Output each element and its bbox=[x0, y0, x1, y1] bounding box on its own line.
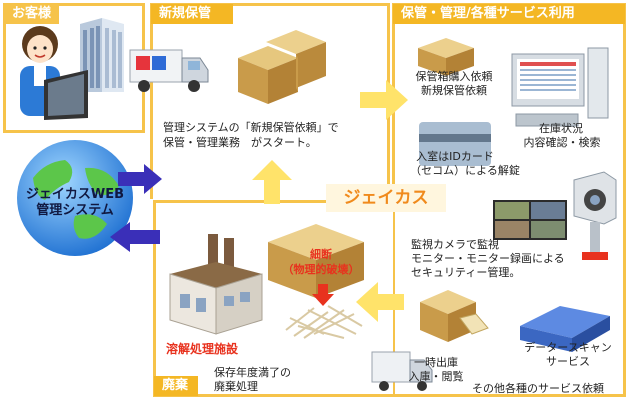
camera-line3: セキュリティー管理。 bbox=[411, 266, 521, 279]
web-system-line1: ジェイカスWEB bbox=[25, 187, 125, 202]
id-card-line2: （セコム）による解錠 bbox=[410, 164, 520, 177]
shred-box-illustration bbox=[268, 224, 364, 298]
order-line2: 新規保管依頼 bbox=[421, 84, 487, 97]
id-card-line1: 入室はIDカード bbox=[416, 150, 494, 163]
scanner-illustration bbox=[520, 306, 610, 352]
building-illustration bbox=[80, 18, 124, 92]
camera-line1: 監視カメラで監視 bbox=[411, 238, 499, 251]
inventory-line1: 在庫状況 bbox=[539, 122, 583, 135]
id-card-illustration bbox=[419, 122, 491, 166]
services-tag: 保管・管理/各種サービス利用 bbox=[393, 4, 625, 24]
globe-icon bbox=[17, 140, 133, 256]
shred-line2: （物理的破壊） bbox=[282, 263, 360, 276]
monitor-wall-illustration bbox=[493, 200, 567, 240]
cardboard-boxes-illustration bbox=[238, 30, 326, 104]
arrow-to-disposal-icon bbox=[356, 282, 404, 322]
computer-illustration bbox=[511, 47, 609, 127]
data-scan-line2: サービス bbox=[546, 355, 590, 368]
order-box-illustration bbox=[418, 38, 474, 76]
disposal-desc-line1: 保存年度満了の bbox=[214, 366, 291, 379]
truck-illustration bbox=[129, 49, 209, 92]
new-storage-desc-line2: 保管・管理業務 がスタート。 bbox=[163, 136, 317, 149]
arrow-up-to-new-storage-icon bbox=[252, 160, 292, 204]
shred-line1: 細断 bbox=[310, 248, 332, 261]
arrow-to-services-icon bbox=[360, 80, 408, 120]
factory-illustration bbox=[169, 234, 263, 335]
web-system-line2: 管理システム bbox=[36, 203, 114, 218]
security-camera-illustration bbox=[573, 171, 617, 260]
scan-box-illustration bbox=[420, 290, 489, 342]
down-arrow-icon bbox=[312, 284, 334, 306]
other-services: その他各種のサービス依頼 bbox=[472, 382, 604, 395]
facility-label: 溶解処理施設 bbox=[166, 342, 239, 356]
company-name: ジェイカス bbox=[326, 184, 446, 212]
new-storage-tag: 新規保管 bbox=[151, 4, 233, 24]
delivery-truck-illustration bbox=[371, 351, 433, 391]
disposal-tag: 廃棄 bbox=[154, 376, 198, 396]
woman-at-laptop-illustration bbox=[20, 26, 88, 120]
order-line1: 保管箱購入依頼 bbox=[415, 70, 493, 83]
temp-out-line1: 一時出庫 bbox=[414, 356, 458, 369]
disposal-desc-line2: 廃棄処理 bbox=[214, 380, 258, 393]
arrow-to-web-icon bbox=[110, 222, 160, 252]
new-storage-desc-line1: 管理システムの「新規保管依頼」で bbox=[163, 121, 339, 134]
data-scan-line1: データースキャン bbox=[524, 341, 612, 354]
camera-line2: モニター・モニター録画による bbox=[411, 252, 565, 265]
temp-out-line2: 入庫・閲覧 bbox=[408, 370, 464, 383]
shredded-paper-illustration bbox=[285, 305, 363, 339]
arrow-to-company-icon bbox=[118, 164, 162, 194]
inventory-line2: 内容確認・検索 bbox=[523, 136, 601, 149]
customer-tag: お客様 bbox=[4, 4, 60, 24]
